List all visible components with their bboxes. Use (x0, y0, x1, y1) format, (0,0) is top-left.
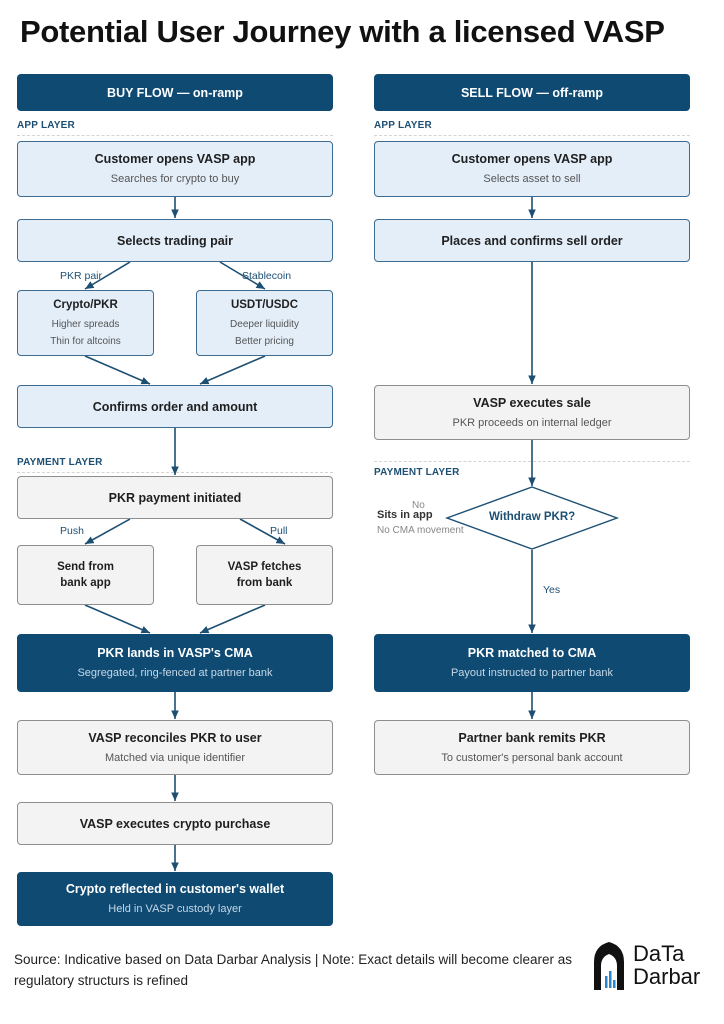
buy-step-payment-initiated-title: PKR payment initiated (108, 490, 242, 505)
buy-payment-layer-rule (17, 472, 333, 473)
edge-label-pkr-pair: PKR pair (60, 270, 103, 282)
edge-label-pull: Pull (270, 525, 288, 537)
buy-step-executes-purchase: VASP executes crypto purchase (17, 802, 333, 845)
vasp-fetch-line2: from bank (236, 577, 293, 589)
buy-step-reconciles-sub: Matched via unique identifier (104, 751, 246, 764)
outcome-no-cma-movement: No CMA movement (377, 525, 464, 536)
buy-option-send-from-bank: Send from bank app (17, 545, 154, 605)
sell-step-remits-sub: To customer's personal bank account (441, 751, 623, 764)
buy-step-crypto-in-wallet: Crypto reflected in customer's wallet He… (17, 872, 333, 926)
sell-step-opens-app: Customer opens VASP app Selects asset to… (374, 141, 690, 197)
buy-option-crypto-pkr: Crypto/PKR Higher spreads Thin for altco… (17, 290, 154, 356)
buy-step-wallet-sub: Held in VASP custody layer (108, 903, 242, 915)
arrow-buy-stablecoin (219, 261, 266, 290)
decision-withdraw-pkr: Withdraw PKR? (489, 511, 576, 523)
sell-step-pkr-matched-cma: PKR matched to CMA Payout instructed to … (374, 634, 690, 692)
logo-text-darbar: Darbar (633, 964, 701, 989)
buy-step-pkr-lands-title: PKR lands in VASP's CMA (97, 646, 253, 660)
logo-text-data: DaTa (633, 941, 685, 966)
sell-payment-layer-label: PAYMENT LAYER (374, 467, 460, 478)
crypto-pkr-line2: Thin for altcoins (50, 335, 121, 347)
buy-step-reconciles: VASP reconciles PKR to user Matched via … (17, 720, 333, 775)
arrow-buy-pull (239, 518, 286, 545)
edge-label-yes: Yes (543, 584, 561, 596)
sell-step-executes-sale-title: VASP executes sale (473, 395, 591, 410)
sell-flow-header: SELL FLOW — off-ramp (374, 74, 690, 111)
edge-label-stablecoin: Stablecoin (242, 270, 292, 282)
buy-payment-layer-label: PAYMENT LAYER (17, 457, 103, 468)
sell-app-layer-label: APP LAYER (374, 120, 432, 131)
sell-step-places-order-title: Places and confirms sell order (441, 233, 623, 248)
buy-step-reconciles-title: VASP reconciles PKR to user (88, 730, 262, 745)
crypto-pkr-line1: Higher spreads (51, 318, 120, 330)
sell-step-executes-sale: VASP executes sale PKR proceeds on inter… (374, 385, 690, 440)
buy-step-pkr-lands-sub: Segregated, ring-fenced at partner bank (77, 667, 273, 679)
buy-step-opens-app: Customer opens VASP app Searches for cry… (17, 141, 333, 197)
buy-step-pkr-lands-cma: PKR lands in VASP's CMA Segregated, ring… (17, 634, 333, 692)
sell-step-remits-title: Partner bank remits PKR (458, 730, 606, 745)
buy-step-payment-initiated: PKR payment initiated (17, 476, 333, 519)
sell-step-matched-sub: Payout instructed to partner bank (450, 667, 614, 679)
source-note: Source: Indicative based on Data Darbar … (14, 952, 573, 988)
sell-step-opens-app-title: Customer opens VASP app (451, 152, 613, 166)
outcome-sits-in-app: Sits in app (377, 509, 433, 521)
buy-step-selects-pair: Selects trading pair (17, 219, 333, 262)
arrow-buy-usdt (199, 355, 266, 385)
buy-step-confirms-order-title: Confirms order and amount (92, 399, 258, 414)
send-bank-line2: bank app (60, 577, 111, 589)
buy-step-wallet-title: Crypto reflected in customer's wallet (65, 882, 285, 896)
buy-step-opens-app-sub: Searches for crypto to buy (110, 173, 240, 185)
arrow-buy-crypto-pkr (84, 355, 151, 385)
buy-app-layer-label: APP LAYER (17, 120, 75, 131)
edge-label-push: Push (60, 525, 84, 537)
send-bank-line1: Send from (57, 561, 114, 573)
sell-step-executes-sale-sub: PKR proceeds on internal ledger (452, 416, 612, 429)
sell-payment-layer-rule (374, 461, 690, 462)
arrow-buy-push (84, 518, 131, 545)
vasp-fetch-line1: VASP fetches (227, 561, 302, 573)
page-title: Potential User Journey with a licensed V… (20, 14, 665, 49)
buy-app-layer-rule (17, 135, 333, 136)
arrow-buy-send (84, 604, 151, 634)
usdt-line1: Deeper liquidity (230, 318, 299, 330)
buy-flow-header: BUY FLOW — on-ramp (17, 74, 333, 111)
buy-step-opens-app-title: Customer opens VASP app (94, 152, 256, 166)
buy-option-usdt-usdc: USDT/USDC Deeper liquidity Better pricin… (196, 290, 333, 356)
sell-step-opens-app-sub: Selects asset to sell (483, 173, 581, 185)
usdt-line2: Better pricing (235, 335, 294, 347)
buy-step-executes-purchase-title: VASP executes crypto purchase (79, 816, 271, 831)
buy-step-selects-pair-title: Selects trading pair (116, 233, 233, 248)
crypto-pkr-title: Crypto/PKR (53, 298, 118, 311)
decision-diamond (444, 486, 620, 550)
buy-option-vasp-fetches: VASP fetches from bank (196, 545, 333, 605)
sell-step-matched-title: PKR matched to CMA (467, 646, 597, 660)
usdt-title: USDT/USDC (230, 298, 299, 311)
data-darbar-logo (594, 942, 624, 990)
arrow-buy-fetch (199, 604, 266, 634)
edge-label-no: No (412, 500, 425, 511)
arrow-buy-pkr-pair (84, 261, 131, 290)
buy-step-confirms-order: Confirms order and amount (17, 385, 333, 428)
sell-step-bank-remits: Partner bank remits PKR To customer's pe… (374, 720, 690, 775)
sell-step-places-order: Places and confirms sell order (374, 219, 690, 262)
sell-app-layer-rule (374, 135, 690, 136)
